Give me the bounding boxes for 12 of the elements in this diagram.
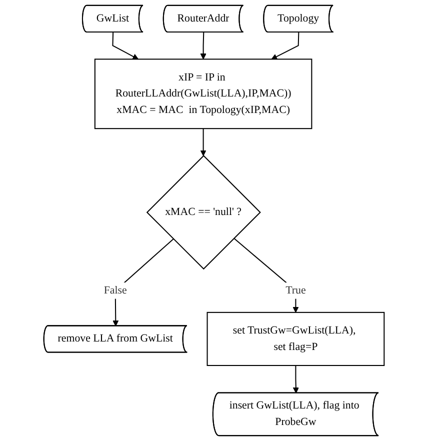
node-box: set TrustGw=GwList(LLA), set flag=P: [206, 312, 385, 366]
arrow: [200, 128, 206, 156]
arrow: [112, 238, 174, 326]
edge-label: False: [104, 284, 127, 296]
arrow: [271, 32, 300, 60]
arrow: [200, 32, 206, 60]
node-box: xIP = IP in RouterLLAddr(GwList(LLA),IP,MAC)) xMAC = MAC in Topology(xIP,MAC): [94, 58, 312, 130]
arrow: [234, 238, 299, 313]
arrow: [112, 32, 139, 60]
edge-label: True: [286, 284, 306, 296]
arrow: [292, 366, 299, 394]
node-diamond: xMAC == 'null' ?: [146, 155, 261, 270]
